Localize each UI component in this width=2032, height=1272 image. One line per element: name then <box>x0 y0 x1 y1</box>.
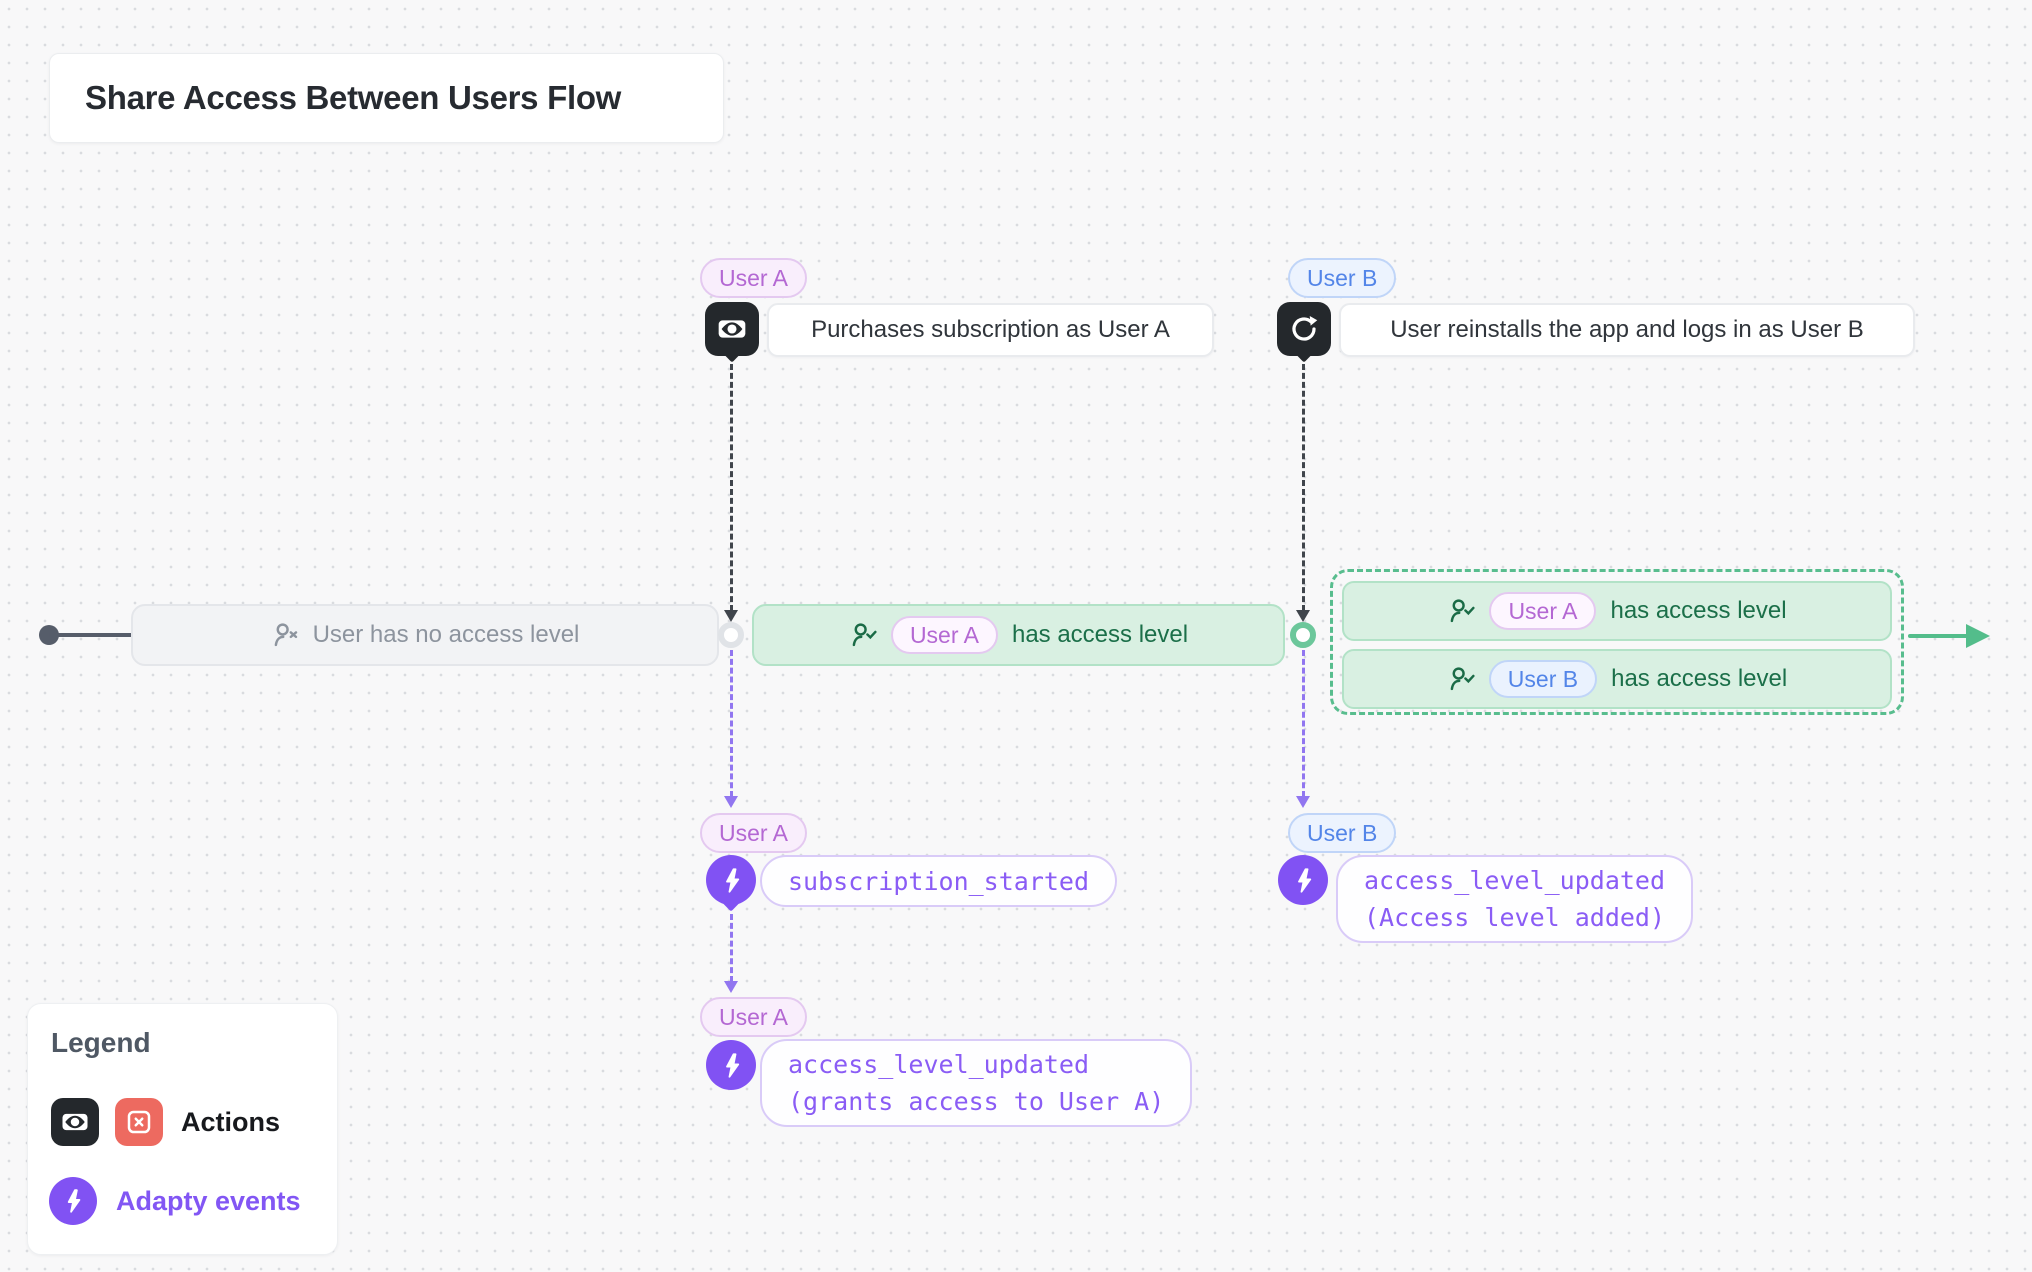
lightning-icon <box>725 1052 739 1078</box>
state-connector-dot <box>718 622 744 648</box>
event-grants-text-line2: (grants access to User A) <box>788 1087 1165 1116</box>
group-access-a-box: User A has access level <box>1342 581 1892 641</box>
refresh-icon <box>1292 316 1318 341</box>
reinstall-action-node <box>1277 302 1331 363</box>
node-pointer <box>1295 345 1313 363</box>
eye-icon <box>62 1113 88 1131</box>
user-a-badge-event2: User A <box>700 997 808 1037</box>
purchase-action-node <box>705 302 759 363</box>
event-added-node <box>1278 855 1328 905</box>
eye-icon <box>718 320 746 338</box>
event-added-text-line2: (Access level added) <box>1364 903 1666 932</box>
event-subscription-pill: subscription_started <box>760 855 1118 907</box>
arrowhead-down-icon <box>1296 610 1310 622</box>
user-check-icon <box>852 623 877 647</box>
user-x-icon <box>274 623 297 647</box>
reinstall-action-card: User reinstalls the app and logs in as U… <box>1339 303 1915 357</box>
lightning-icon <box>1297 867 1311 893</box>
arrowhead-down-icon <box>724 610 738 622</box>
purchase-action-label: Purchases subscription as User A <box>811 316 1170 343</box>
lightning-icon <box>725 867 739 893</box>
state-no-access-label: User has no access level <box>312 621 580 648</box>
purchase-action-card: Purchases subscription as User A <box>767 303 1214 357</box>
event-grants-node <box>706 1040 756 1090</box>
node-pointer <box>723 345 741 363</box>
connector-line-event-b <box>1302 650 1305 797</box>
event-added-pill: access_level_updated (Access level added… <box>1336 855 1694 943</box>
node-pointer <box>722 894 740 912</box>
event-grants-pill: access_level_updated (grants access to U… <box>760 1039 1193 1127</box>
diagram-title-card: Share Access Between Users Flow <box>49 53 724 143</box>
user-a-badge-group: User A <box>1489 592 1597 630</box>
flow-start-line <box>49 633 133 637</box>
legend-title: Legend <box>51 1027 151 1058</box>
state-access-a-label: has access level <box>1011 621 1189 648</box>
group-access-b-box: User B has access level <box>1342 649 1892 709</box>
arrowhead-down-icon <box>724 796 738 808</box>
connector-line-event-a2 <box>730 914 733 982</box>
group-access-container <box>1330 569 1904 715</box>
legend-actions-label: Actions <box>181 1107 281 1137</box>
legend-actions-red-square <box>115 1098 163 1146</box>
user-check-icon <box>1451 599 1476 623</box>
flow-exit-arrow-icon <box>1966 624 1990 648</box>
x-square-icon <box>127 1110 151 1134</box>
user-b-badge-group: User B <box>1488 660 1598 698</box>
user-b-badge-top: User B <box>1288 258 1397 298</box>
user-b-badge-event: User B <box>1288 813 1397 853</box>
event-grants-text-line1: access_level_updated <box>788 1050 1090 1079</box>
reinstall-action-label: User reinstalls the app and logs in as U… <box>1390 316 1864 343</box>
event-subscription-node <box>706 855 756 912</box>
state-connector-dot-green <box>1290 622 1316 648</box>
connector-line-reinstall <box>1302 364 1305 611</box>
user-a-badge-top: User A <box>700 258 808 298</box>
state-no-access-box: User has no access level <box>131 604 719 666</box>
legend-events-label: Adapty events <box>116 1186 301 1216</box>
event-subscription-text: subscription_started <box>788 866 1090 896</box>
user-a-badge-state: User A <box>890 616 998 654</box>
state-access-a-box: User A has access level <box>752 604 1285 666</box>
connector-line-purchase <box>730 364 733 611</box>
arrowhead-down-icon <box>1296 796 1310 808</box>
page-title: Share Access Between Users Flow <box>85 79 622 116</box>
lightning-icon <box>67 1189 81 1213</box>
legend-actions-black-square <box>51 1098 99 1146</box>
event-added-text-line1: access_level_updated <box>1364 866 1666 895</box>
group-access-b-label: has access level <box>1611 665 1788 692</box>
legend-events-circle <box>49 1177 97 1225</box>
user-check-icon <box>1450 667 1475 691</box>
group-access-a-label: has access level <box>1610 597 1787 624</box>
legend-card: Legend Actions Adapty events <box>27 1003 338 1255</box>
connector-line-event-a <box>730 650 733 797</box>
user-a-badge-event1: User A <box>700 813 808 853</box>
arrowhead-down-icon <box>724 981 738 993</box>
flow-exit-line <box>1908 634 1970 638</box>
